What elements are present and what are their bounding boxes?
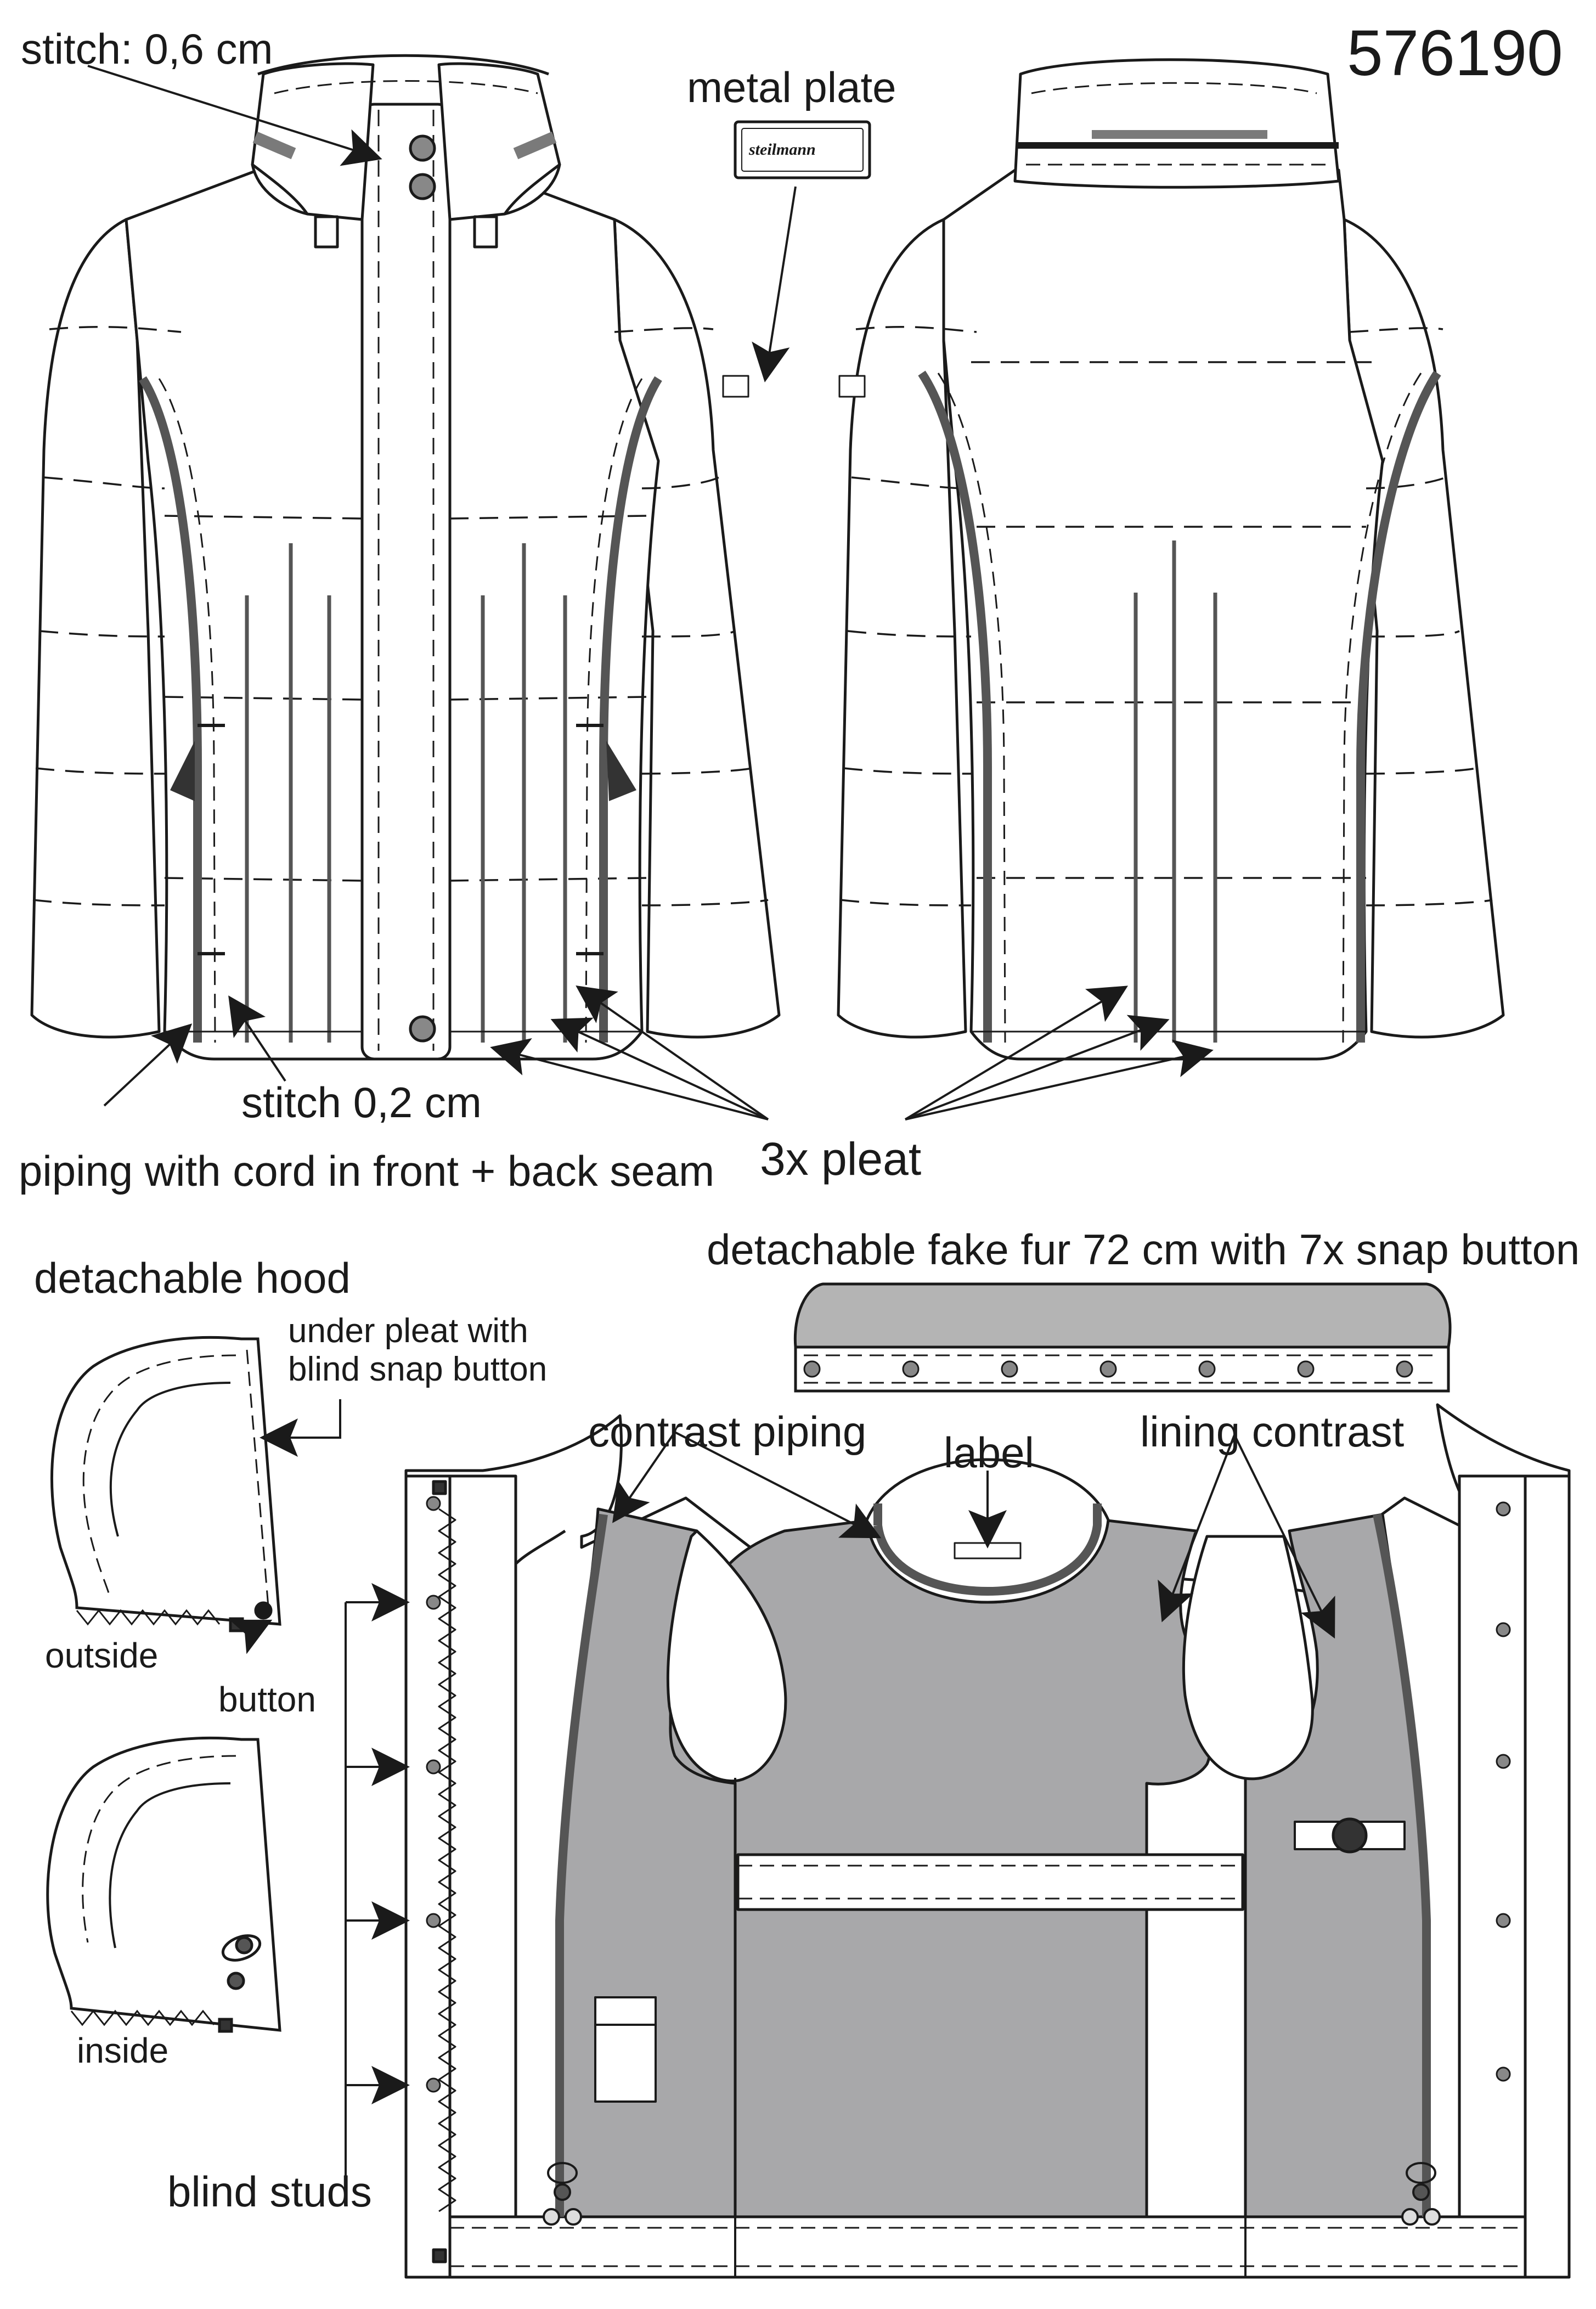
hood-inside [46,1736,281,2033]
label-inside: inside [77,2031,169,2070]
label-pleat: 3x pleat [760,1133,922,1185]
back-view [837,58,1505,1061]
article-number: 576190 [1347,17,1563,89]
front-left-piping [139,376,202,1043]
label-metal-plate: metal plate [687,63,896,111]
metal-plate-logo-text: steilmann [749,140,816,159]
label-fake-fur: detachable fake fur 72 cm with 7x snap b… [707,1225,1580,1274]
label-blind-studs: blind studs [167,2167,372,2216]
front-right-piping [599,376,662,1043]
label-outside: outside [45,1636,159,1675]
back-left-piping [918,370,992,1043]
label-under-pleat-line2: blind snap button [288,1350,548,1388]
front-placket [360,103,452,1061]
back-right-piping [1356,370,1441,1043]
label-detachable-hood: detachable hood [34,1254,351,1302]
metal-plate [734,120,871,179]
label-button: button [218,1680,316,1719]
label-stitch-0-6: stitch: 0,6 cm [21,25,273,73]
label-label: label [944,1428,1034,1477]
back-right-sleeve [1343,218,1505,1039]
front-right-sleeve [613,218,781,1039]
label-lining-contrast: lining contrast [1140,1407,1405,1456]
back-collar [1013,58,1340,189]
label-under-pleat-line1: under pleat with [288,1312,528,1350]
label-piping-cord: piping with cord in front + back seam [19,1147,715,1195]
back-body [942,168,1384,1061]
front-view [30,54,781,1061]
front-left-sleeve [30,218,161,1039]
leader-lines [87,65,1335,2195]
back-left-sleeve [837,218,967,1039]
label-contrast-piping: contrast piping [588,1407,867,1456]
fake-fur-collar [793,1282,1452,1393]
hood-outside [50,1336,281,1632]
label-stitch-0-2: stitch 0,2 cm [241,1078,482,1127]
inside-view [404,1403,1571,2279]
